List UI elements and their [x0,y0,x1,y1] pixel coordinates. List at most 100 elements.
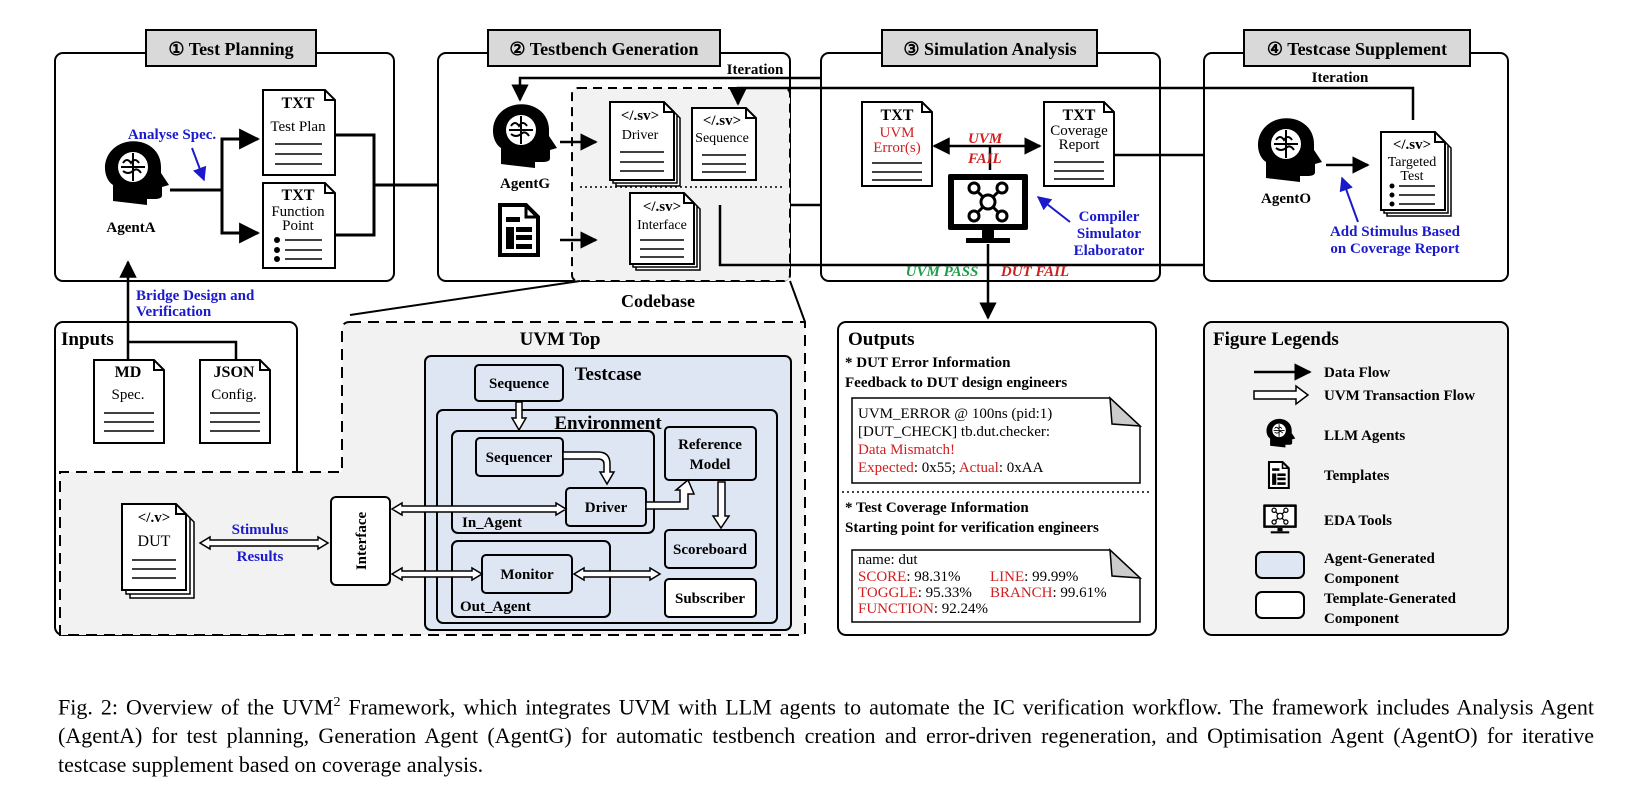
stage3-title: ③ Simulation Analysis [903,39,1076,59]
svg-text:Starting point for verificatio: Starting point for verification engineer… [845,520,1099,536]
legend-template-icon [1267,460,1290,490]
svg-text:Subscriber: Subscriber [675,591,745,607]
svg-text:Sequence: Sequence [695,131,749,146]
svg-text:JSON: JSON [214,364,255,381]
json-config-doc: JSON Config. [199,359,271,444]
stage1-title: ① Test Planning [168,39,293,59]
subscriber-box [664,578,757,618]
svg-text:Interface: Interface [354,512,370,571]
driver-sv-doc: </.sv> Driver [609,101,681,187]
svg-text:* Test Coverage Information: * Test Coverage Information [845,500,1029,516]
function-point-doc: TXT Function Point [262,182,336,269]
uvm2-framework-diagram: ① Test Planning AgentA Analyse Spec. TXT… [54,29,1509,636]
svg-text:Targeted: Targeted [1388,155,1437,170]
svg-text:DUT: DUT [138,533,171,550]
svg-text:Expected: 0x55; Actual: 0xAA: Expected: 0x55; Actual: 0xAA [858,460,1044,476]
dut-doc: </.v> DUT [121,503,195,599]
svg-text:</.sv>: </.sv> [621,108,659,124]
svg-text:Driver: Driver [622,128,659,143]
add-stimulus-pointer [1339,176,1359,223]
svg-text:</.sv>: </.sv> [1393,137,1431,153]
uvm-transaction-arrows [198,401,731,582]
stage4-header [1243,29,1471,67]
legend-template-generated-swatch [1255,591,1305,619]
results-label: Results [237,549,284,565]
stage2-header [487,29,721,67]
stage4-iteration-label: Iteration [1312,70,1369,86]
template-icon [498,203,540,257]
svg-text:Driver: Driver [585,500,628,516]
uvm-pass-label: UVM PASS [906,264,979,280]
svg-text:TXT: TXT [881,107,914,124]
svg-text:Error(s): Error(s) [873,140,920,156]
svg-text:MD: MD [115,364,142,381]
scoreboard-box [664,529,757,569]
legend-uvm-flow-arrow [1253,384,1310,406]
uvm-top-title: UVM Top [520,329,601,350]
svg-text:Sequencer: Sequencer [486,450,553,466]
outputs-title: Outputs [848,329,915,350]
svg-text:In_Agent: In_Agent [462,515,522,531]
stage4-iteration-arrow [729,86,1415,120]
svg-text:UVM: UVM [879,125,914,141]
eda-tools-pointer [1036,196,1071,223]
svg-text:Function: Function [271,204,325,220]
svg-text:Templates: Templates [1324,468,1389,484]
reference-model-box [664,426,757,481]
agenta-label: AgentA [106,220,155,236]
svg-text:LLM Agents: LLM Agents [1324,428,1405,444]
dut-fail-label: DUT FAIL [1000,264,1069,280]
sequence-sv-doc: </.sv> Sequence [691,107,757,181]
svg-text:</.sv>: </.sv> [643,199,681,215]
environment-label: Environment [554,413,662,434]
uvm-error-log: UVM_ERROR @ 100ns (pid:1) [DUT_CHECK] tb… [851,396,1143,484]
legend-agent-generated-swatch [1255,551,1305,579]
stage3-header [881,29,1098,67]
uvm-sequence-box [474,364,564,402]
svg-text:Config.: Config. [211,387,256,403]
svg-text:Data Flow: Data Flow [1324,365,1390,381]
svg-text:SCORE: 98.31%: SCORE: 98.31% [858,569,961,585]
stage2-iteration-label: Iteration [727,62,784,78]
interface-box [330,496,391,586]
svg-text:Monitor: Monitor [500,567,554,583]
svg-text:Point: Point [282,218,315,234]
svg-text:LINE: 99.99%: LINE: 99.99% [990,569,1078,585]
test-plan-doc: TXT Test Plan [262,89,336,176]
codebase-zoom-lines [349,280,806,323]
interface-sv-doc: </.sv> Interface [629,192,701,271]
svg-text:</.sv>: </.sv> [703,113,741,129]
stage1-header [145,29,317,67]
svg-text:Interface: Interface [637,218,687,233]
svg-text:TOGGLE: 95.33%: TOGGLE: 95.33% [858,585,972,601]
testcase-label: Testcase [575,364,642,385]
agentg-label: AgentG [500,176,550,192]
svg-text:Sequence: Sequence [489,376,549,392]
inputs-title: Inputs [61,329,114,350]
analyse-spec-arrow [191,147,207,182]
figure-caption: Fig. 2: Overview of the UVM2 Framework, … [58,694,1594,778]
svg-text:</.v>: </.v> [138,510,171,526]
svg-text:UVM_ERROR @ 100ns (pid:1): UVM_ERROR @ 100ns (pid:1) [858,406,1052,422]
svg-text:FUNCTION: 92.24%: FUNCTION: 92.24% [858,601,988,617]
analyse-spec-label: Analyse Spec. [128,127,217,143]
svg-text:Coverage: Coverage [1050,123,1108,139]
legend-title: Figure Legends [1213,329,1339,350]
svg-text:Feedback to DUT design enginee: Feedback to DUT design engineers [845,375,1067,391]
svg-text:Out_Agent: Out_Agent [460,599,531,615]
svg-text:Test: Test [1400,169,1423,184]
md-spec-doc: MD Spec. [93,359,165,444]
stimulus-label: Stimulus [232,522,289,538]
stage4-title: ④ Testcase Supplement [1267,39,1447,59]
svg-text:Spec.: Spec. [112,387,145,403]
targeted-test-doc: </.sv> Targeted Test [1380,131,1452,217]
svg-text:TXT: TXT [282,95,315,112]
agento-label: AgentO [1261,191,1311,207]
